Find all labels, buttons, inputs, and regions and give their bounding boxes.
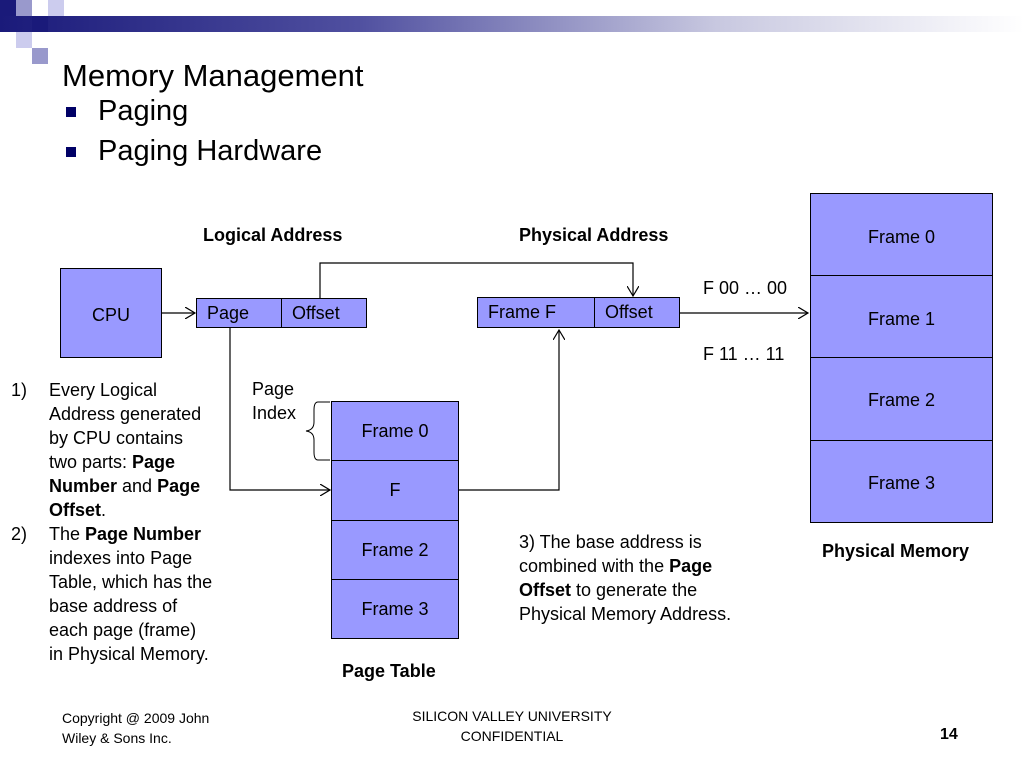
note-1-line: . xyxy=(101,500,107,520)
physical-frame-text: Frame F xyxy=(488,302,557,322)
footer-copyright: Copyright @ 2009 John Wiley & Sons Inc. xyxy=(62,708,209,748)
bullet-paging-hardware: Paging Hardware xyxy=(66,135,322,168)
page-table-entry-0: Frame 0 xyxy=(331,401,459,461)
cpu-box: CPU xyxy=(60,268,162,358)
logical-page-field: Page xyxy=(196,298,282,328)
note-2-line: The xyxy=(49,524,86,544)
note-3-line: combined with the xyxy=(519,556,670,576)
footer-copyright-line: Copyright @ 2009 John xyxy=(62,710,210,726)
physical-memory-frame-0: Frame 0 xyxy=(810,193,993,276)
arrow-offset-copy xyxy=(319,262,633,298)
page-index-brace xyxy=(305,401,330,461)
arrow-table-to-frame xyxy=(459,330,559,491)
note-3-line: Physical Memory Address. xyxy=(519,604,732,624)
physical-address-label: Physical Address xyxy=(519,225,669,245)
note-1-line: by CPU contains xyxy=(49,428,184,448)
note-2-number: 2) xyxy=(11,524,28,544)
note-2-line: base address of xyxy=(49,596,178,616)
physical-memory-frame-text: Frame 3 xyxy=(867,473,936,493)
page-table-entry-text: Frame 0 xyxy=(361,420,429,441)
header-square-6 xyxy=(32,48,48,64)
footer-center-line: CONFIDENTIAL xyxy=(460,728,564,744)
logical-offset-text: Offset xyxy=(292,302,340,323)
note-1-number: 1) xyxy=(11,380,28,400)
page-table-entry-1: F xyxy=(331,460,459,521)
page-table-entry-text: F xyxy=(389,480,401,500)
header-square-2 xyxy=(16,0,32,16)
note-3-text: 3) The base address is combined with the… xyxy=(519,530,769,626)
note-2-line: in Physical Memory. xyxy=(49,644,209,664)
note-3-bold: Offset xyxy=(519,580,572,600)
physical-memory-frame-text: Frame 0 xyxy=(867,227,936,247)
cpu-label: CPU xyxy=(91,305,130,325)
logical-page-text: Page xyxy=(207,302,250,323)
note-2-line: each page (frame) xyxy=(49,620,197,640)
page-table-label: Page Table xyxy=(342,661,436,681)
physical-frame-field: Frame F xyxy=(477,297,595,328)
note-1-bold: Offset xyxy=(49,500,102,520)
range-start-label: F 00 … 00 xyxy=(703,278,788,298)
arrow-page-to-table xyxy=(229,328,330,490)
note-1-line: Address generated xyxy=(49,404,202,424)
bullet-text: Paging Hardware xyxy=(98,135,323,167)
bullet-text: Paging xyxy=(98,95,189,127)
header-square-4 xyxy=(48,0,64,16)
physical-memory-frame-3: Frame 3 xyxy=(810,440,993,523)
range-end-label: F 11 … 11 xyxy=(703,344,785,364)
note-2-line: indexes into Page xyxy=(49,548,193,568)
bullet-paging: Paging xyxy=(66,95,188,128)
page-index-line1: Page xyxy=(252,379,295,399)
footer-copyright-line: Wiley & Sons Inc. xyxy=(62,730,172,746)
footer-confidential: SILICON VALLEY UNIVERSITY CONFIDENTIAL xyxy=(362,706,662,746)
page-table-entry-2: Frame 2 xyxy=(331,520,459,580)
note-2-bold: Page Number xyxy=(85,524,202,544)
page-table-entry-text: Frame 2 xyxy=(361,539,429,560)
note-3-line: 3) The base address is xyxy=(519,532,702,552)
note-1-line: two parts: xyxy=(49,452,133,472)
header-gradient-bar xyxy=(0,16,1024,32)
logical-address-label: Logical Address xyxy=(203,225,343,245)
footer-page-number: 14 xyxy=(940,726,958,743)
square-bullet-icon xyxy=(66,146,76,157)
header-square-1 xyxy=(0,0,16,16)
note-1-text: Every Logical Address generated by CPU c… xyxy=(49,378,229,522)
physical-offset-text: Offset xyxy=(605,302,653,322)
physical-memory-frame-text: Frame 2 xyxy=(867,390,936,410)
note-2-text: The Page Number indexes into Page Table,… xyxy=(49,522,234,666)
note-3-bold: Page xyxy=(669,556,713,576)
physical-memory-frame-1: Frame 1 xyxy=(810,275,993,358)
note-2-line: Table, which has the xyxy=(49,572,213,592)
slide-title: Memory Management xyxy=(62,58,364,93)
note-1-bold: Page xyxy=(157,476,201,496)
page-index-label: Page Index xyxy=(252,377,296,425)
physical-memory-frame-text: Frame 1 xyxy=(867,309,936,329)
note-1-bold: Number xyxy=(49,476,118,496)
page-table-entry-3: Frame 3 xyxy=(331,579,459,639)
note-1-line: Every Logical xyxy=(49,380,158,400)
logical-offset-field: Offset xyxy=(281,298,367,328)
header-square-5 xyxy=(16,32,32,48)
note-1-line: and xyxy=(117,476,158,496)
physical-memory-frame-2: Frame 2 xyxy=(810,357,993,441)
header-square-3 xyxy=(32,16,48,32)
physical-offset-field: Offset xyxy=(594,297,680,328)
footer-center-line: SILICON VALLEY UNIVERSITY xyxy=(412,708,612,724)
page-table-entry-text: Frame 3 xyxy=(361,598,429,619)
note-3-line: to generate the xyxy=(571,580,698,600)
page-index-line2: Index xyxy=(252,403,297,423)
physical-memory-label: Physical Memory xyxy=(822,541,970,561)
square-bullet-icon xyxy=(66,106,76,117)
note-1-bold: Page xyxy=(132,452,176,472)
